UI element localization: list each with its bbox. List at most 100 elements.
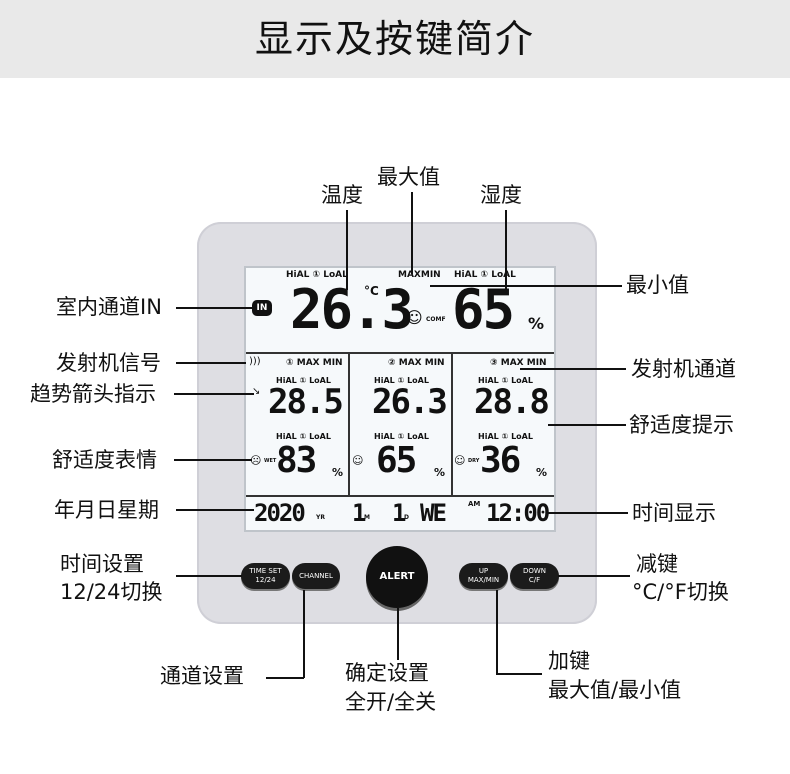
- leader-indoor: [176, 307, 252, 309]
- ch2-smile-icon: ☺: [352, 454, 364, 467]
- leader-min: [430, 285, 622, 287]
- channel-label: CHANNEL: [299, 572, 333, 580]
- callout-channel-set: 通道设置: [160, 664, 244, 688]
- smile-face-icon: ☺: [406, 308, 423, 327]
- callout-confirm-1: 确定设置: [345, 661, 429, 685]
- callout-time-set-1: 时间设置: [60, 552, 144, 576]
- callout-plus-1: 加键: [548, 649, 590, 673]
- ch2-hi-lo: HiAL ① LoAL: [374, 376, 429, 385]
- callout-minus-2: °C/°F切换: [632, 580, 729, 604]
- indoor-temp-value: 26.3: [290, 278, 414, 341]
- callout-indoor: 室内通道IN: [56, 295, 162, 319]
- leader-channel-set-h: [266, 677, 304, 679]
- callout-minus-1: 减键: [636, 552, 678, 576]
- ch2-label: ② MAX MIN: [388, 358, 445, 368]
- maxmin-indicator: MAXMIN: [398, 270, 441, 280]
- lcd-divider-2: [451, 352, 453, 495]
- up-button[interactable]: UP MAX/MIN: [459, 563, 508, 589]
- year-value: 2020: [254, 499, 306, 527]
- leader-time-display: [548, 512, 628, 514]
- ch3-humidity-value: 36: [480, 440, 521, 481]
- indoor-temp-unit: °C: [364, 284, 379, 298]
- leader-confirm: [397, 608, 399, 660]
- callout-temp: 温度: [321, 183, 363, 207]
- leader-temp: [346, 210, 348, 290]
- up-sublabel: MAX/MIN: [467, 576, 500, 584]
- trend-arrow-icon: ↘: [252, 386, 261, 397]
- page-header: 显示及按键简介: [0, 0, 790, 78]
- ch2-humidity-unit: %: [434, 466, 446, 479]
- time-set-label: TIME SET: [249, 567, 282, 575]
- callout-time-set-2: 12/24切换: [60, 580, 163, 604]
- leader-channel: [520, 368, 626, 370]
- weekday-value: WE: [420, 499, 447, 527]
- callout-comfort-face: 舒适度表情: [52, 448, 157, 472]
- leader-comfort-hint: [548, 424, 626, 426]
- time-set-button[interactable]: TIME SET 12/24: [241, 563, 290, 589]
- ch3-smile-icon: ☺: [454, 454, 466, 467]
- indoor-badge: IN: [252, 300, 272, 316]
- down-label: DOWN: [522, 567, 547, 575]
- signal-icon: ))): [249, 356, 261, 367]
- ch2-hum-hi-lo: HiAL ① LoAL: [374, 432, 429, 441]
- clock-value: 12:00: [486, 499, 550, 527]
- callout-confirm-2: 全开/全关: [345, 690, 437, 714]
- indoor-humidity-value: 65: [452, 278, 515, 341]
- ch2-humidity-value: 65: [376, 440, 417, 481]
- ch1-label: ① MAX MIN: [286, 358, 343, 368]
- day-unit: D: [404, 514, 409, 521]
- callout-min: 最小值: [626, 273, 689, 297]
- day-value: 1: [392, 499, 407, 527]
- leader-channel-set-v: [303, 590, 305, 678]
- callout-trend: 趋势箭头指示: [30, 382, 156, 406]
- am-indicator: AM: [468, 500, 481, 508]
- alert-button[interactable]: ALERT: [366, 546, 428, 608]
- leader-plus-v: [496, 590, 498, 674]
- ch3-humidity-unit: %: [536, 466, 548, 479]
- callout-date: 年月日星期: [54, 498, 159, 522]
- month-unit: M: [364, 514, 370, 521]
- leader-date: [176, 509, 254, 511]
- leader-signal: [176, 362, 246, 364]
- lcd-divider-top: [246, 352, 554, 354]
- callout-comfort-hint: 舒适度提示: [629, 413, 734, 437]
- leader-humidity: [505, 210, 507, 294]
- indoor-hi-lo: HiAL ① LoAL: [286, 270, 348, 280]
- callout-transmitter-signal: 发射机信号: [56, 351, 161, 375]
- dry-label: DRY: [468, 458, 480, 464]
- comfort-label: COMF: [426, 316, 446, 323]
- leader-comfort-face: [174, 459, 252, 461]
- ch1-temp-value: 28.5: [268, 382, 344, 422]
- leader-time-set: [176, 575, 242, 577]
- callout-humidity: 湿度: [480, 183, 522, 207]
- callout-time-display: 时间显示: [632, 501, 716, 525]
- leader-minus: [558, 575, 630, 577]
- ch1-hi-lo: HiAL ① LoAL: [276, 376, 331, 385]
- alert-label: ALERT: [379, 571, 415, 582]
- leader-trend: [174, 393, 254, 395]
- ch3-temp-value: 28.8: [474, 382, 550, 422]
- callout-max: 最大值: [377, 165, 440, 189]
- ch1-humidity-unit: %: [332, 466, 344, 479]
- down-sublabel: C/F: [528, 576, 541, 584]
- down-button[interactable]: DOWN C/F: [510, 563, 559, 589]
- year-unit: YR: [316, 514, 325, 521]
- ch1-humidity-value: 83: [276, 440, 317, 481]
- indoor-humidity-unit: %: [528, 314, 545, 333]
- ch3-label: ③ MAX MIN: [490, 358, 547, 368]
- ch3-hum-hi-lo: HiAL ① LoAL: [478, 432, 533, 441]
- lcd-divider-1: [348, 352, 350, 495]
- up-label: UP: [478, 567, 489, 575]
- ch3-hi-lo: HiAL ① LoAL: [478, 376, 533, 385]
- indoor-hum-hi-lo: HiAL ① LoAL: [454, 270, 516, 280]
- leader-plus-h: [496, 673, 542, 675]
- leader-max: [411, 192, 413, 274]
- callout-plus-2: 最大值/最小值: [548, 678, 682, 702]
- sad-face-icon: ☹: [250, 454, 262, 467]
- callout-transmitter-channel: 发射机通道: [631, 357, 736, 381]
- lcd-divider-bottom: [246, 495, 554, 497]
- page-title: 显示及按键简介: [254, 17, 535, 61]
- channel-button[interactable]: CHANNEL: [292, 563, 340, 589]
- ch1-hum-hi-lo: HiAL ① LoAL: [276, 432, 331, 441]
- lcd-screen: HiAL ① LoAL MAXMIN HiAL ① LoAL IN 26.3 °…: [244, 266, 556, 532]
